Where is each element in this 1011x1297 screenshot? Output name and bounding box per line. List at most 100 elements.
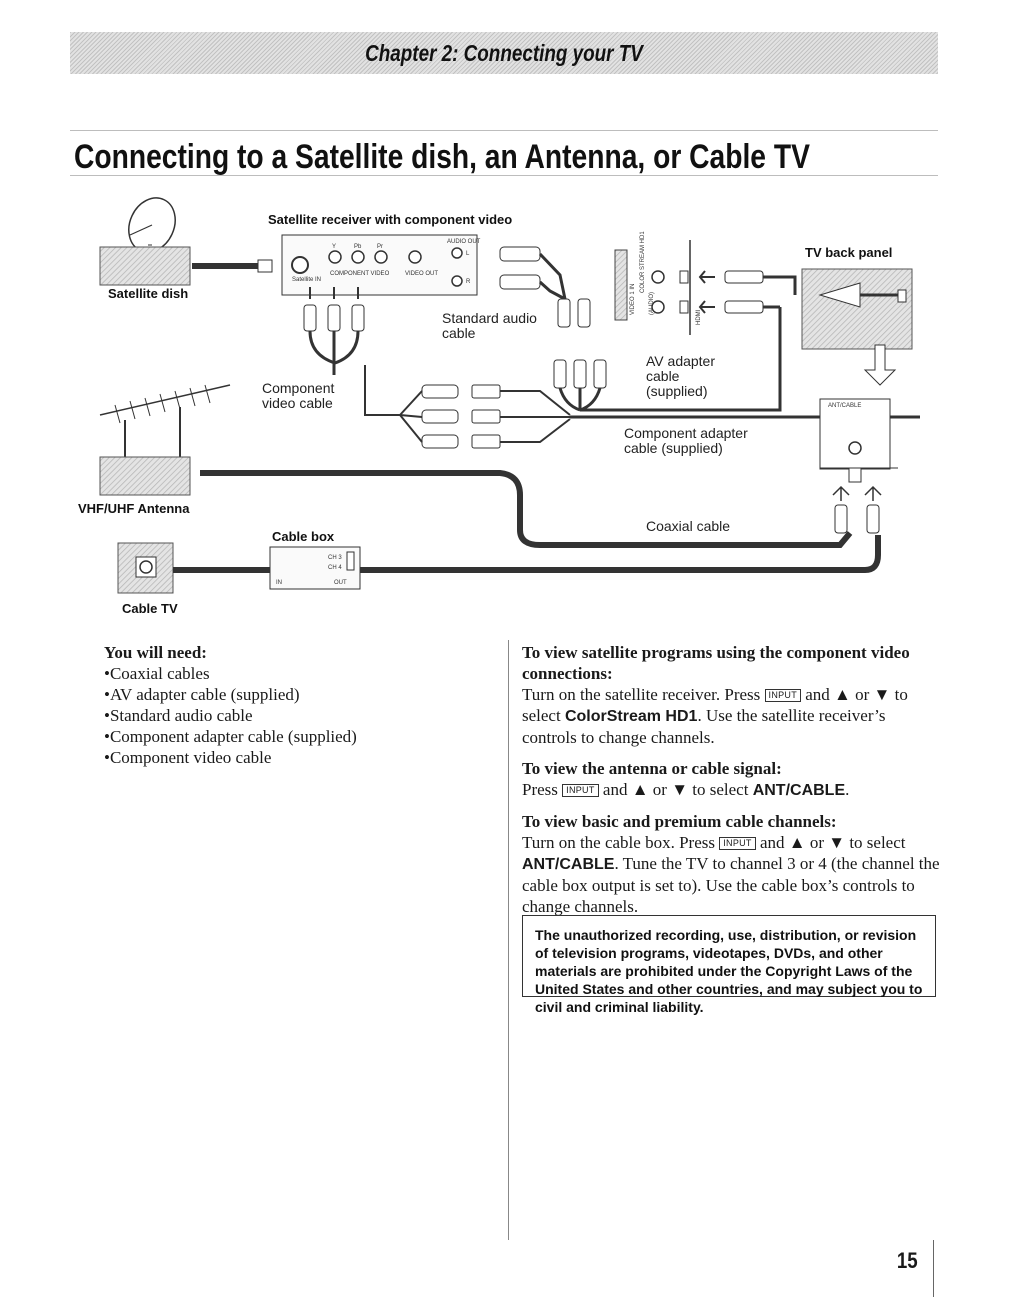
input-button-icon: INPUT — [764, 689, 802, 702]
satellite-dish-icon — [99, 197, 191, 286]
audio-l-port-icon — [451, 247, 463, 259]
audio-r-port-icon — [451, 275, 463, 287]
cable-section-text: Turn on the cable box. Press INPUT and ▲… — [522, 832, 940, 917]
antenna-section: To view the antenna or cable signal: Pre… — [522, 758, 940, 801]
component-video-cable — [303, 287, 365, 375]
box-to-tv-coax — [360, 535, 881, 573]
cable-text-part: Turn on the cable box. Press — [522, 833, 715, 852]
connection-diagram: Satellite dish Satellite receiver with c… — [78, 197, 920, 616]
input-button-icon: INPUT — [562, 784, 599, 797]
antenna-section-text: Press INPUT and ▲ or ▼ to select ANT/CAB… — [522, 779, 940, 801]
cable-tv-outlet-icon — [117, 542, 174, 594]
list-item: Coaxial cables — [104, 663, 484, 684]
dish-coax-connector — [257, 259, 273, 273]
list-item: Standard audio cable — [104, 705, 484, 726]
video1-in-label: VIDEO 1 IN — [630, 284, 636, 315]
component-adapter-cable-run — [570, 415, 920, 419]
satellite-in-port-label: Satellite IN — [292, 277, 321, 283]
chapter-banner: Chapter 2: Connecting your TV — [70, 32, 938, 74]
title-bottom-rule — [70, 175, 938, 176]
component-adapter-cable-label-1: Component adapter — [624, 425, 748, 441]
cable-tv-label: Cable TV — [122, 601, 178, 616]
av-adapter-cable-label-3: (supplied) — [646, 383, 707, 399]
antenna-text-part: Press — [522, 780, 558, 799]
component-video-port-label: COMPONENT VIDEO — [330, 271, 390, 277]
satellite-section: To view satellite programs using the com… — [522, 642, 940, 748]
component-video-cable-label-1: Component — [262, 380, 334, 396]
satellite-text-part: Turn on the satellite receiver. Press — [522, 685, 761, 704]
needed-items-list: Coaxial cables AV adapter cable (supplie… — [104, 663, 484, 768]
satellite-in-port-icon — [291, 256, 309, 274]
antenna-coax-cable — [200, 470, 853, 548]
tv-audio-label: (AUDIO) — [649, 292, 655, 315]
list-item: Component adapter cable (supplied) — [104, 726, 484, 747]
cable-box-panel — [269, 546, 361, 590]
satellite-section-text: Turn on the satellite receiver. Press IN… — [522, 684, 940, 748]
standard-audio-cable — [499, 246, 591, 328]
standard-audio-cable-label-2: cable — [442, 325, 476, 341]
pb-port-icon — [351, 250, 365, 264]
coaxial-cable-label: Coaxial cable — [646, 518, 730, 534]
audio-l-label: L — [466, 251, 470, 257]
ant-cable-inset: ANT/CABLE — [819, 398, 898, 534]
cable-section-heading: To view basic and premium cable channels… — [522, 812, 837, 831]
audio-out-port-label: AUDIO OUT — [447, 239, 481, 245]
antenna-section-heading: To view the antenna or cable signal: — [522, 759, 782, 778]
list-item: AV adapter cable (supplied) — [104, 684, 484, 705]
tv-input-plugs — [698, 270, 797, 314]
colorstream-hd1-term: ColorStream HD1 — [564, 708, 698, 725]
y-port-label: Y — [332, 244, 336, 250]
cable-box-out-label: OUT — [334, 580, 347, 586]
component-adapter-cable — [399, 384, 571, 449]
cable-text-part: . Tune the TV to channel 3 or 4 (the cha… — [522, 854, 940, 916]
av-adapter-cable — [553, 307, 782, 412]
cable-box-ch4-label: CH 4 — [328, 565, 342, 571]
audio-r-label: R — [466, 279, 471, 285]
component-video-cable-label-2: video cable — [262, 395, 333, 411]
colorstream-hd1-label: COLOR STREAM HD1 — [640, 231, 646, 293]
tv-back-panel-icon — [801, 268, 913, 386]
video-out-port-icon — [408, 250, 422, 264]
satellite-receiver-panel — [281, 234, 478, 296]
pr-port-label: Pr — [377, 244, 383, 250]
video-out-port-label: VIDEO OUT — [405, 271, 438, 277]
cable-text-part: and ▲ or ▼ to select — [759, 833, 906, 852]
y-port-icon — [328, 250, 342, 264]
pb-port-label: Pb — [354, 244, 362, 250]
tv-input-jacks: VIDEO 1 IN COLOR STREAM HD1 (AUDIO) HDMI — [614, 231, 702, 335]
vhf-uhf-antenna-label: VHF/UHF Antenna — [78, 501, 190, 516]
hdmi-label: HDMI — [696, 309, 702, 325]
page-number-rule — [933, 1240, 934, 1297]
right-column: To view satellite programs using the com… — [522, 642, 940, 927]
input-button-icon: INPUT — [719, 837, 756, 850]
satellite-section-heading: To view satellite programs using the com… — [522, 643, 910, 683]
component-cable-path — [364, 365, 400, 416]
ant-cable-term: ANT/CABLE — [522, 856, 615, 873]
list-item: Component video cable — [104, 747, 484, 768]
you-will-need-heading: You will need: — [104, 643, 207, 662]
page-title: Connecting to a Satellite dish, an Anten… — [74, 138, 810, 176]
chapter-title: Chapter 2: Connecting your TV — [365, 40, 643, 66]
satellite-text-part: and ▲ or ▼ to select — [522, 685, 908, 725]
component-adapter-cable-label-2: cable (supplied) — [624, 440, 723, 456]
vhf-uhf-antenna-icon — [99, 384, 231, 496]
pr-port-icon — [374, 250, 388, 264]
antenna-text-part: and ▲ or ▼ to select — [602, 780, 749, 799]
column-divider — [508, 640, 509, 1240]
antenna-text-part: . — [845, 780, 850, 799]
copyright-notice: The unauthorized recording, use, distrib… — [522, 915, 936, 1015]
av-adapter-cable-label-1: AV adapter — [646, 353, 715, 369]
cable-section: To view basic and premium cable channels… — [522, 811, 940, 917]
ant-cable-label: ANT/CABLE — [828, 403, 861, 409]
standard-audio-cable-label-1: Standard audio — [442, 310, 537, 326]
cable-box-ch3-label: CH 3 — [328, 555, 342, 561]
page-number: 15 — [896, 1248, 918, 1273]
channel-switch-icon — [346, 551, 355, 571]
cable-box-in-label: IN — [276, 580, 282, 586]
title-top-rule — [70, 130, 938, 131]
ant-cable-term: ANT/CABLE — [752, 782, 846, 799]
cable-box-label: Cable box — [272, 529, 335, 544]
tv-back-panel-label: TV back panel — [805, 245, 892, 260]
satellite-receiver-label: Satellite receiver with component video — [268, 212, 512, 227]
av-adapter-cable-label-2: cable — [646, 368, 680, 384]
